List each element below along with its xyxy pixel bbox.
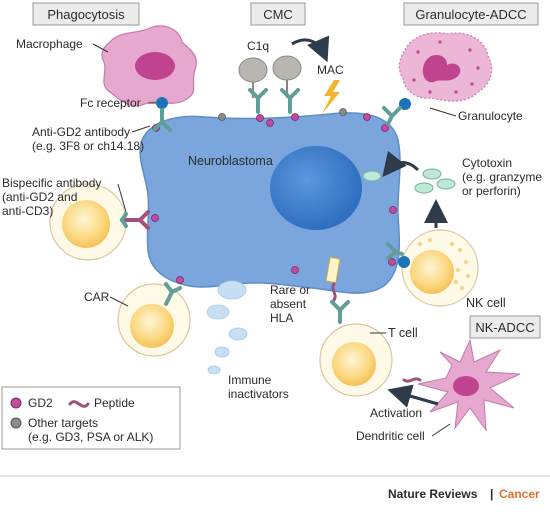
bispecific-antibody-icon — [120, 210, 150, 230]
neuroblastoma-nucleus — [270, 146, 362, 230]
other-target-dot — [218, 113, 226, 121]
antibody-icon — [280, 88, 300, 114]
hla-molecule-icon — [325, 256, 341, 284]
gd2-dot — [389, 206, 397, 214]
legend: GD2 Peptide Other targets (e.g. GD3, PSA… — [1, 386, 181, 450]
cmc-header: CMC — [250, 2, 306, 26]
hla-label-line1: Rare or — [270, 283, 310, 297]
bispecific-label-line2: (anti-GD2 and — [2, 190, 77, 204]
t-cell-nucleus — [332, 342, 376, 386]
lightning-icon — [322, 80, 340, 114]
fc-receptor-icon — [156, 97, 168, 109]
immune-inactivators-label-line2: inactivators — [228, 387, 289, 401]
other-target-dot — [339, 108, 347, 116]
anti-gd2-label-line1: Anti-GD2 antibody — [32, 125, 130, 139]
peptide-icon — [331, 282, 337, 302]
immune-inactivators-label-line1: Immune — [228, 373, 272, 387]
svg-text:NK-ADCC: NK-ADCC — [475, 320, 534, 335]
journal-section: Cancer — [499, 487, 540, 501]
legend-other-targets-line2: (e.g. GD3, PSA or ALK) — [28, 430, 153, 444]
bispecific-t-cell-nucleus — [62, 200, 110, 248]
fc-receptor-label: Fc receptor — [80, 96, 141, 110]
activation-label: Activation — [370, 406, 422, 420]
gd2-dot — [176, 276, 184, 284]
c1q-label: C1q — [247, 39, 269, 53]
legend-gd2-dot — [10, 397, 22, 409]
gd2-dot — [363, 113, 371, 121]
hla-label-line2: absent — [270, 297, 307, 311]
immune-inactivator-bubbles — [206, 280, 248, 375]
antibody-icon — [248, 88, 268, 114]
granulocyte-nucleus — [422, 54, 461, 83]
legend-peptide-label: Peptide — [94, 396, 135, 410]
cmc-arrow-icon — [291, 35, 330, 63]
c1q-icon — [238, 57, 268, 83]
journal-name: Nature Reviews — [388, 487, 478, 501]
gd2-dot — [291, 113, 299, 121]
antibody-icon — [386, 242, 404, 260]
cytotoxin-granules — [362, 168, 456, 194]
macrophage-label: Macrophage — [16, 37, 83, 51]
cytotoxin-label-line1: Cytotoxin — [462, 156, 512, 170]
granulocyte-adcc-header: Granulocyte-ADCC — [403, 2, 539, 26]
nk-cell-label: NK cell — [466, 296, 506, 310]
gd2-dot — [151, 214, 159, 222]
svg-text:CMC: CMC — [263, 7, 293, 22]
legend-peptide-icon — [68, 400, 90, 408]
cytotoxin-label-line2: (e.g. granzyme — [462, 170, 542, 184]
t-cell-label: T cell — [388, 326, 418, 340]
car-label: CAR — [84, 290, 110, 304]
anti-gd2-antibody-icon — [152, 108, 172, 132]
dc-peptide-icon — [402, 377, 422, 383]
dendritic-cell-nucleus — [453, 376, 479, 396]
hla-label-line3: HLA — [270, 311, 293, 325]
fc-receptor-icon — [399, 98, 411, 110]
legend-other-targets-line1: Other targets — [28, 416, 98, 430]
nk-granules — [417, 237, 471, 291]
dendritic-cell-label: Dendritic cell — [356, 429, 425, 443]
legend-gd2-label: GD2 — [28, 396, 53, 410]
anti-gd2-label-line2: (e.g. 3F8 or ch14.18) — [32, 139, 144, 153]
car-receptor-icon — [164, 282, 182, 306]
granulocyte-granules — [412, 40, 480, 94]
antibody-icon — [382, 106, 402, 126]
fc-receptor-icon — [398, 256, 410, 268]
bispecific-label-line3: anti-CD3) — [2, 204, 53, 218]
neuroblastoma-cell — [139, 112, 401, 294]
gd2-dot — [266, 119, 274, 127]
footer-separator: | — [490, 487, 493, 501]
bispecific-label-line1: Bispecific antibody — [2, 176, 101, 190]
legend-other-targets-dot — [10, 417, 22, 429]
svg-text:Phagocytosis: Phagocytosis — [47, 7, 125, 22]
other-target-dots — [218, 108, 347, 121]
cytotoxin-label-line3: or perforin) — [462, 184, 521, 198]
neuroblastoma-label: Neuroblastoma — [188, 154, 273, 168]
c1q-icon — [272, 55, 302, 81]
activation-arrow-icon — [387, 384, 439, 408]
macrophage-nucleus — [135, 52, 175, 80]
tcr-icon — [330, 300, 350, 324]
gd2-dot — [381, 124, 389, 132]
nk-cell-nucleus — [410, 250, 454, 294]
gd2-dot — [291, 266, 299, 274]
gd2-dot — [388, 258, 396, 266]
phagocytosis-header: Phagocytosis — [32, 2, 140, 26]
mac-label: MAC — [317, 63, 344, 77]
svg-text:Granulocyte-ADCC: Granulocyte-ADCC — [415, 7, 526, 22]
nk-adcc-header: NK-ADCC — [469, 315, 541, 339]
gd2-dot — [256, 114, 264, 122]
car-t-cell-nucleus — [130, 304, 174, 348]
cytotoxin-arrow-icon — [382, 150, 420, 178]
gd2-dots — [151, 113, 397, 284]
granulocyte-label: Granulocyte — [458, 109, 523, 123]
